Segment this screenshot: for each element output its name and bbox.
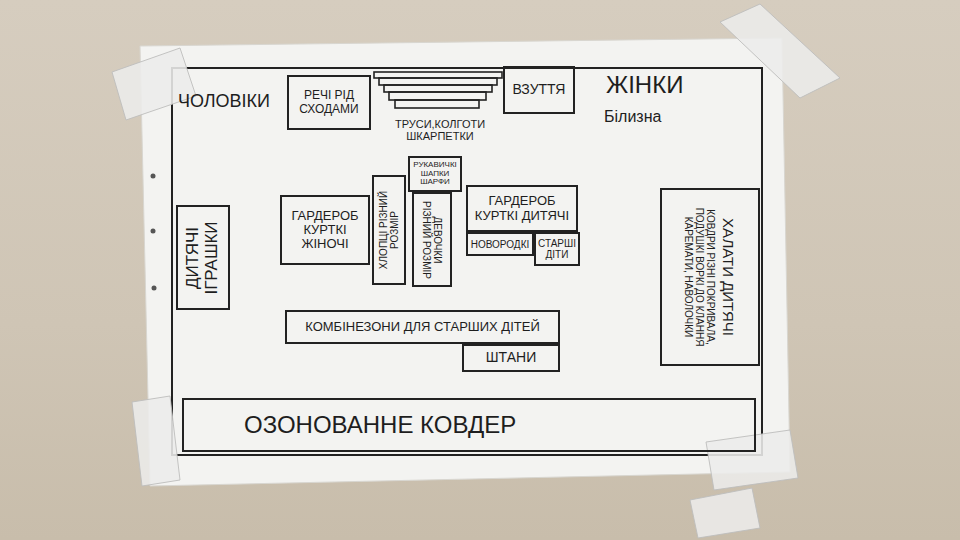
shelf-box: РУКАВИЧКІ ШАПКИ ШАРФИ xyxy=(408,156,462,192)
area-name: ГАРДЕРОБ КУРТКІ ДИТЯЧІ xyxy=(472,194,572,223)
area-label: ТРУСИ,КОЛГОТИ ШКАРПЕТКИ xyxy=(380,118,500,142)
shelf-box: ШТАНИ xyxy=(462,344,560,372)
toy-box: ДИТЯЧІ ІГРАШКИ xyxy=(176,205,230,310)
area-name: РЕЧІ РІД СХОДАМИ xyxy=(293,89,365,115)
area-label: Білизна xyxy=(604,108,661,126)
rotated-text-group: ДИТЯЧІ ІГРАШКИ xyxy=(184,211,221,304)
shelf-box: СТАРШІ ДІТИ xyxy=(534,232,580,266)
rack-box: КОМБІНЕЗОНИ ДЛЯ СТАРШИХ ДІТЕЙ xyxy=(285,310,560,344)
section-label: ЧОЛОВІКИ xyxy=(178,92,270,112)
area-name: ХЛОПЦІ РІЗНИЙ РОЗМІР xyxy=(378,181,400,279)
area-name: ДИТЯЧІ ІГРАШКИ xyxy=(184,211,221,304)
section-label: ЖІНКИ xyxy=(606,72,683,98)
punch-hole xyxy=(152,286,157,291)
area-name: ГАРДЕРОБ КУРТКІ ЖІНОЧІ xyxy=(286,209,364,252)
area-name: СТАРШІ ДІТИ xyxy=(538,238,576,260)
rack-box: ГАРДЕРОБ КУРТКІ ЖІНОЧІ xyxy=(280,195,370,265)
area-name: РУКАВИЧКІ ШАПКИ ШАРФИ xyxy=(412,161,458,187)
rack-box: ДЕВОЧКИ РІЗНИЙ РОЗМІР xyxy=(412,192,452,287)
area-name: НОВОРОДКІ xyxy=(470,239,530,250)
punch-hole xyxy=(151,174,156,179)
area-name: ДЕВОЧКИ РІЗНИЙ РОЗМІР xyxy=(421,198,443,281)
rotated-text-group: ДЕВОЧКИ РІЗНИЙ РОЗМІР xyxy=(421,198,443,281)
tape-strips xyxy=(112,4,840,538)
ozone-band: ОЗОНОВАННЕ КОВДЕР xyxy=(182,398,756,452)
area-name: ХАЛАТИ ДИТЯЧІ xyxy=(720,194,737,360)
rotated-text-group: ХАЛАТИ ДИТЯЧІКОВДРИ РІЗНІ ПОКРИВАЛА, ПОД… xyxy=(684,194,737,360)
stairs-symbol xyxy=(374,72,502,108)
wall-shelf-box: ХАЛАТИ ДИТЯЧІКОВДРИ РІЗНІ ПОКРИВАЛА, ПОД… xyxy=(660,188,760,366)
area-box: РЕЧІ РІД СХОДАМИ xyxy=(287,75,371,130)
area-box: ВЗУТТЯ xyxy=(503,66,575,114)
area-name: ШТАНИ xyxy=(468,350,554,365)
rack-box: ГАРДЕРОБ КУРТКІ ДИТЯЧІ xyxy=(466,185,578,232)
paper-sheet xyxy=(140,38,790,486)
area-name: КОМБІНЕЗОНИ ДЛЯ СТАРШИХ ДІТЕЙ xyxy=(291,320,554,334)
area-name: ОЗОНОВАННЕ КОВДЕР xyxy=(244,412,516,438)
area-name: ВЗУТТЯ xyxy=(509,82,569,97)
shelf-box: НОВОРОДКІ xyxy=(466,232,534,256)
rotated-text-group: ХЛОПЦІ РІЗНИЙ РОЗМІР xyxy=(378,181,400,279)
area-items: КОВДРИ РІЗНІ ПОКРИВАЛА, ПОДУШКІ ВОРКІ ДО… xyxy=(684,194,717,360)
punch-hole xyxy=(151,229,156,234)
room-outline xyxy=(172,68,762,455)
rack-box: ХЛОПЦІ РІЗНИЙ РОЗМІР xyxy=(372,175,406,285)
